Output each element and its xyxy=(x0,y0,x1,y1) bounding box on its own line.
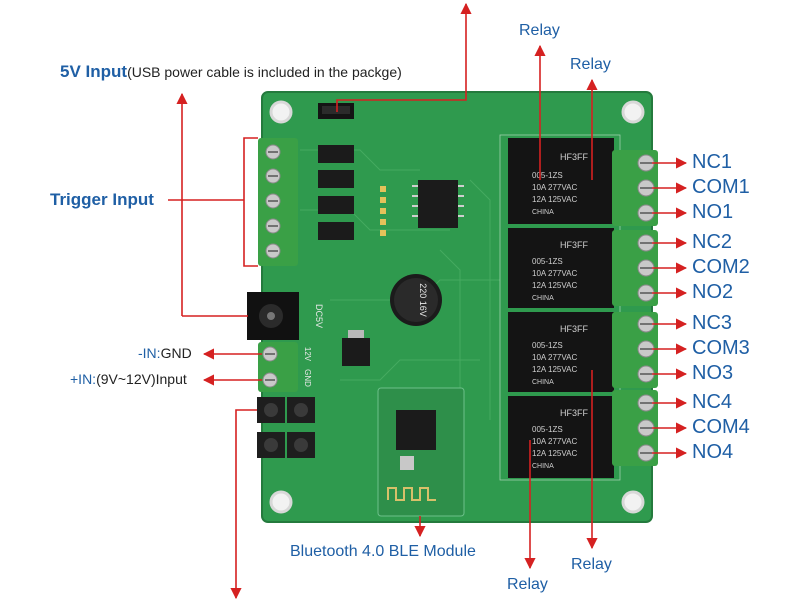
terminal-label-com4: COM4 xyxy=(692,416,750,438)
relay-brand: HF3FF xyxy=(560,240,589,250)
input-5v-title: 5V Input xyxy=(60,62,128,81)
relay-4: HF3FF 005-1ZS 10A 277VAC 12A 125VAC CHIN… xyxy=(508,396,614,478)
relay-rating-1: 10A 277VAC xyxy=(532,183,577,192)
terminal-label-com3: COM3 xyxy=(692,337,750,359)
relay-top-label-2: Relay xyxy=(570,56,611,73)
input-5v-note: (USB power cable is included in the pack… xyxy=(127,64,402,80)
relay-model: 005-1ZS xyxy=(532,171,563,180)
vin-text: (9V~12V)Input xyxy=(96,371,187,387)
relay-brand: HF3FF xyxy=(560,324,589,334)
terminal-label-com2: COM2 xyxy=(692,256,750,278)
gnd-prefix: -IN: xyxy=(138,345,161,361)
relay-origin: CHINA xyxy=(532,379,554,386)
ic-chip xyxy=(412,180,464,228)
mounting-hole xyxy=(269,490,293,514)
relay-rating-2: 12A 125VAC xyxy=(532,365,577,374)
dc-barrel-jack: DC5V xyxy=(247,292,324,340)
relay-origin: CHINA xyxy=(532,295,554,302)
power-terminal-block: 12V GND xyxy=(258,342,312,392)
bluetooth-label: Bluetooth 4.0 BLE Module xyxy=(290,543,476,560)
gnd-text: GND xyxy=(160,345,192,361)
relay-rating-2: 12A 125VAC xyxy=(532,195,577,204)
dc5v-marking: DC5V xyxy=(314,304,324,328)
vin-prefix: +IN: xyxy=(70,371,97,387)
usb-header xyxy=(318,103,354,119)
relay-rating-1: 10A 277VAC xyxy=(532,437,577,446)
relay-bottom-label-2: Relay xyxy=(571,556,612,573)
relay-top-label-1: Relay xyxy=(519,22,560,39)
mounting-hole xyxy=(621,100,645,124)
terminal-label-nc1: NC1 xyxy=(692,151,733,173)
terminal-label-no4: NO4 xyxy=(692,441,734,463)
vin-label: +IN:(9V~12V)Input xyxy=(70,371,187,387)
terminal-label-com1: COM1 xyxy=(692,176,750,198)
gnd-marking: GND xyxy=(303,369,312,387)
bluetooth-module xyxy=(377,387,465,517)
relay-2: HF3FF 005-1ZS 10A 277VAC 12A 125VAC CHIN… xyxy=(508,228,614,308)
terminal-label-nc4: NC4 xyxy=(692,391,733,413)
relay-model: 005-1ZS xyxy=(532,257,563,266)
gnd-label: -IN:GND xyxy=(138,345,192,361)
terminal-label-no2: NO2 xyxy=(692,281,734,303)
relay-brand: HF3FF xyxy=(560,408,589,418)
push-button-array xyxy=(257,397,315,458)
relay-rating-2: 12A 125VAC xyxy=(532,449,577,458)
mounting-hole xyxy=(621,490,645,514)
optocoupler-array xyxy=(318,145,354,240)
relay-model: 005-1ZS xyxy=(532,425,563,434)
terminal-label-no3: NO3 xyxy=(692,362,734,384)
terminal-label-nc3: NC3 xyxy=(692,312,733,334)
header-pins xyxy=(380,186,386,236)
voltage-regulator xyxy=(342,330,370,366)
relay-rating-1: 10A 277VAC xyxy=(532,269,577,278)
terminal-arrows xyxy=(652,157,688,459)
mounting-hole xyxy=(269,100,293,124)
electrolytic-capacitor: 220 16V xyxy=(390,274,442,326)
relay-model: 005-1ZS xyxy=(532,341,563,350)
input-5v-label: 5V Input(USB power cable is included in … xyxy=(60,62,402,82)
annotation-lines xyxy=(168,2,598,600)
relay-brand: HF3FF xyxy=(560,152,589,162)
relay-1: HF3FF 005-1ZS 10A 277VAC 12A 125VAC CHIN… xyxy=(508,138,614,224)
relay-origin: CHINA xyxy=(532,463,554,470)
relay-bottom-label-1: Relay xyxy=(507,576,548,593)
terminal-label-no1: NO1 xyxy=(692,201,734,223)
relay-origin: CHINA xyxy=(532,209,554,216)
relay-rating-2: 12A 125VAC xyxy=(532,281,577,290)
trigger-input-label: Trigger Input xyxy=(50,190,154,209)
trigger-terminal-block xyxy=(258,138,298,266)
capacitor-marking: 220 16V xyxy=(418,283,428,317)
v12-marking: 12V xyxy=(303,347,312,362)
terminal-label-nc2: NC2 xyxy=(692,231,733,253)
relay-rating-1: 10A 277VAC xyxy=(532,353,577,362)
relay-3: HF3FF 005-1ZS 10A 277VAC 12A 125VAC CHIN… xyxy=(508,312,614,392)
